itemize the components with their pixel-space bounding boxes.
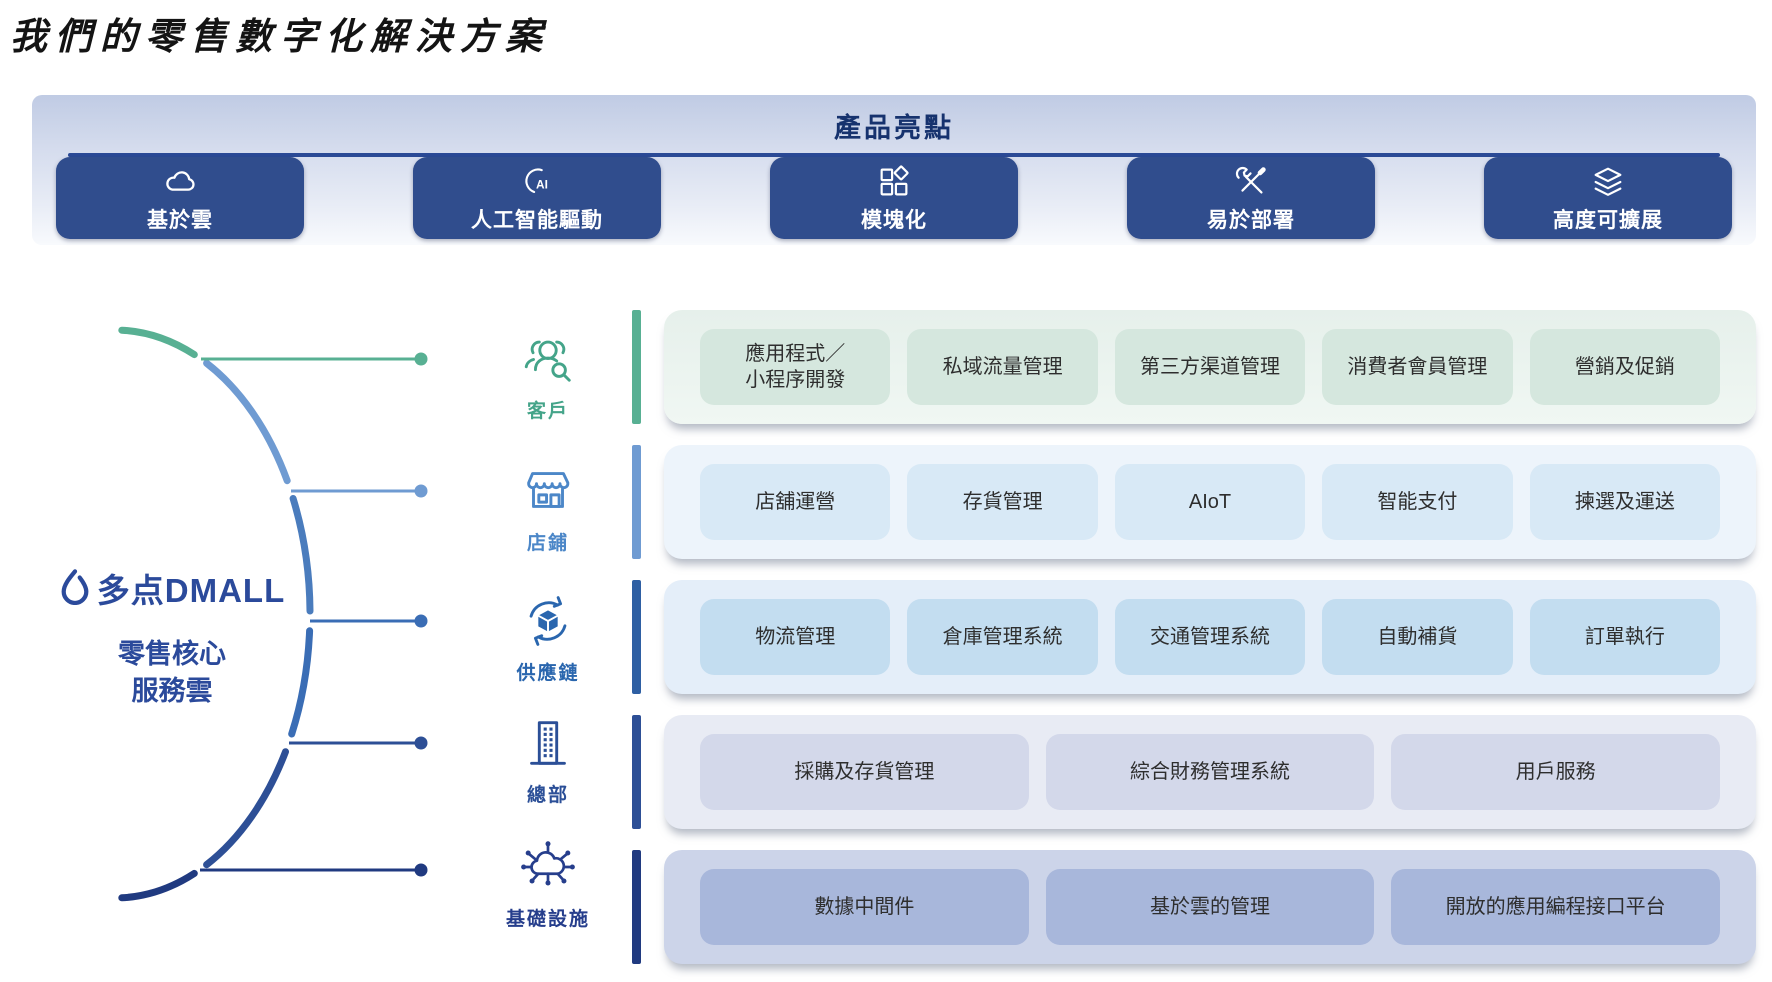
category-customers: 客戶 — [468, 330, 628, 423]
highlight-ai-driven: AI 人工智能驅動 — [413, 157, 661, 239]
solution-row-customers: 應用程式／ 小程序開發 私域流量管理 第三方渠道管理 消費者會員管理 營銷及促銷 — [664, 310, 1756, 424]
solution-item: 交通管理系統 — [1114, 599, 1306, 675]
modules-icon — [875, 163, 913, 201]
highlight-label: 基於雲 — [147, 208, 213, 232]
supply-chain-icon — [519, 596, 577, 654]
headquarters-icon — [519, 721, 577, 776]
solution-item: 訂單執行 — [1529, 599, 1721, 675]
brand-name: 多点DMALL — [96, 572, 286, 609]
connection-arc — [118, 326, 428, 902]
highlight-label: 高度可擴展 — [1553, 208, 1663, 232]
category-headquarters: 總部 — [468, 714, 628, 807]
row-accent-bar-stores — [632, 445, 641, 559]
highlight-scalable: 高度可擴展 — [1484, 157, 1732, 239]
divider — [68, 153, 1720, 157]
layers-icon — [1589, 163, 1627, 201]
category-label: 總部 — [526, 785, 569, 806]
highlight-label: 人工智能驅動 — [471, 208, 603, 232]
solution-item: 店舖運營 — [700, 464, 891, 540]
category-label: 供應鏈 — [516, 663, 580, 684]
highlight-buttons: 基於雲 AI 人工智能驅動 — [56, 157, 1732, 239]
solution-row-supply-chain: 物流管理 倉庫管理系統 交通管理系統 自動補貨 訂單執行 — [664, 580, 1756, 694]
store-icon — [519, 472, 577, 524]
category-label: 客戶 — [526, 401, 569, 422]
cloud-icon — [161, 163, 199, 201]
infrastructure-icon — [517, 841, 579, 900]
ai-icon: AI — [518, 163, 556, 201]
svg-text:AI: AI — [536, 177, 548, 191]
solution-item: 採購及存貨管理 — [700, 734, 1029, 810]
solution-row-infrastructure: 數據中間件 基於雲的管理 開放的應用編程接口平台 — [664, 850, 1756, 964]
water-drop-icon — [59, 567, 91, 610]
core-cloud-name: 零售核心 服務雲 — [118, 639, 226, 706]
row-accent-bar-customers — [632, 310, 641, 424]
dmall-logo: 多点DMALL — [42, 564, 302, 612]
solution-item: 消費者會員管理 — [1322, 329, 1513, 405]
highlight-label: 模塊化 — [861, 208, 927, 232]
solution-item: 私域流量管理 — [907, 329, 1098, 405]
row-accent-bar-supply-chain — [632, 580, 641, 694]
highlight-modular: 模塊化 — [770, 157, 1018, 239]
category-label: 店鋪 — [526, 533, 569, 554]
solution-row-stores: 店舖運營 存貨管理 AIoT 智能支付 揀選及運送 — [664, 445, 1756, 559]
solution-item: 倉庫管理系統 — [907, 599, 1098, 675]
solution-row-headquarters: 採購及存貨管理 綜合財務管理系統 用戶服務 — [664, 715, 1756, 829]
row-accent-bar-headquarters — [632, 715, 641, 829]
solution-item: 揀選及運送 — [1529, 464, 1721, 540]
page-title: 我們的零售數字化解決方案 — [10, 14, 550, 58]
solution-item: 數據中間件 — [700, 869, 1029, 945]
category-stores: 店鋪 — [468, 462, 628, 555]
solution-item: AIoT — [1114, 464, 1306, 540]
solution-item: 基於雲的管理 — [1045, 869, 1375, 945]
solution-item: 應用程式／ 小程序開發 — [700, 329, 891, 405]
solution-item: 自動補貨 — [1322, 599, 1513, 675]
category-supply-chain: 供應鏈 — [468, 592, 628, 685]
row-accent-bar-infrastructure — [632, 850, 641, 964]
category-infrastructure: 基礎設施 — [468, 838, 628, 931]
solution-item: 開放的應用編程接口平台 — [1391, 869, 1721, 945]
product-highlights-panel: 產品亮點 基於雲 AI 人工智能驅動 — [32, 95, 1756, 245]
solution-item: 智能支付 — [1322, 464, 1513, 540]
panel-title: 產品亮點 — [834, 113, 954, 143]
highlight-cloud-based: 基於雲 — [56, 157, 304, 239]
solution-item: 綜合財務管理系統 — [1045, 734, 1375, 810]
solution-item: 第三方渠道管理 — [1114, 329, 1306, 405]
highlight-label: 易於部署 — [1207, 208, 1295, 232]
solution-item: 營銷及促銷 — [1529, 329, 1721, 405]
customers-icon — [519, 340, 577, 392]
solution-item: 用戶服務 — [1391, 734, 1721, 810]
tools-icon — [1232, 163, 1270, 201]
solution-item: 物流管理 — [700, 599, 891, 675]
solution-item: 存貨管理 — [907, 464, 1098, 540]
category-label: 基礎設施 — [505, 909, 590, 930]
highlight-easy-deploy: 易於部署 — [1127, 157, 1375, 239]
